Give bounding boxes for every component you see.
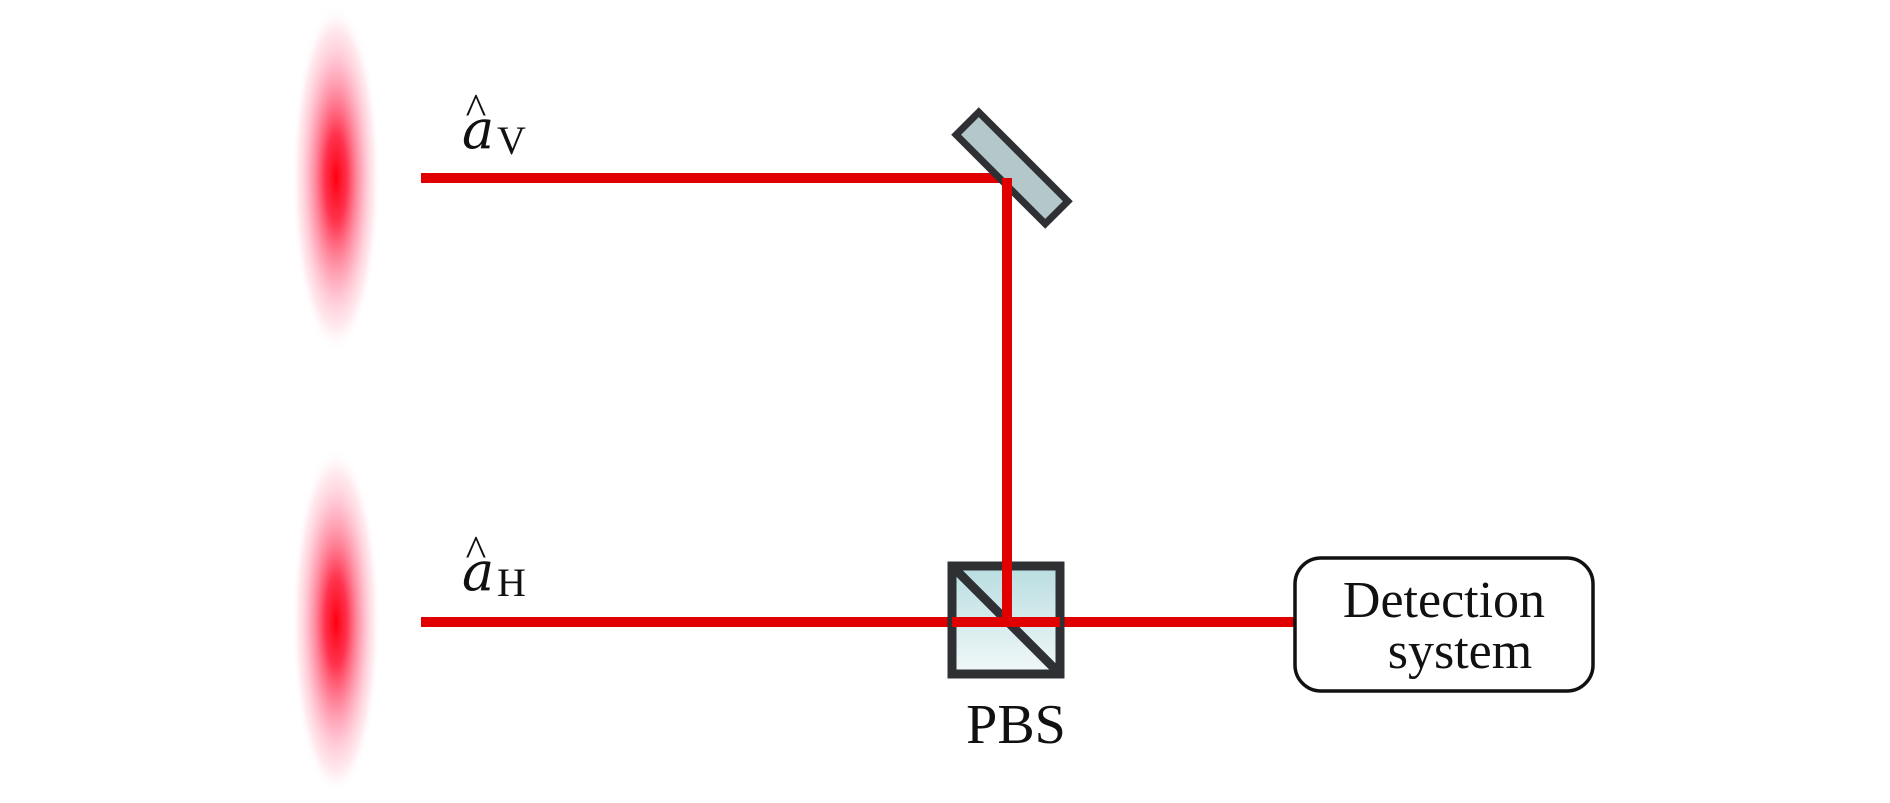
beam-v-hat: ^ (466, 85, 487, 134)
detection-system-box (1293, 556, 1595, 693)
beam-h-subscript: H (497, 560, 526, 605)
source-v-glow-icon (292, 3, 380, 353)
mirror-icon (951, 107, 1073, 229)
beam-h-label: ^ a H (462, 527, 526, 605)
detection-system-label-line2: system (1388, 623, 1532, 680)
beam-v-symbol: a (462, 98, 494, 161)
beam-h-symbol: a (462, 540, 494, 603)
source-h-glow-icon (292, 447, 380, 797)
beam-v-label: ^ a V (462, 85, 526, 163)
detection-system-label-line1: Detection (1343, 572, 1545, 629)
beam-v-subscript: V (497, 118, 526, 163)
beam-h-hat: ^ (466, 527, 487, 576)
pbs-label: PBS (966, 694, 1066, 756)
